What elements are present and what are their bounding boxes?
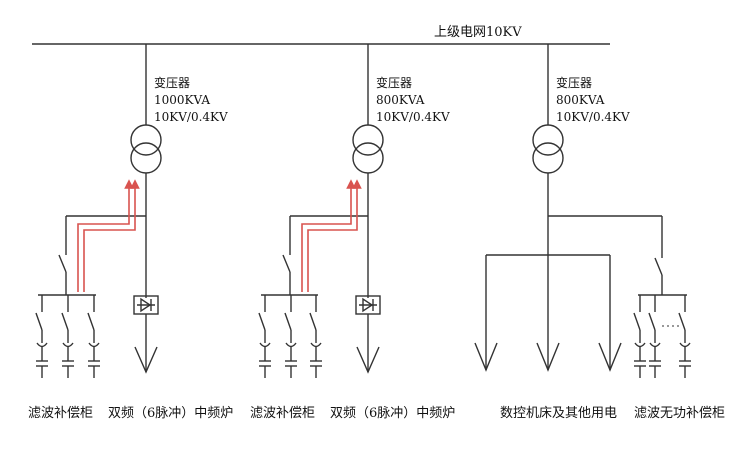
transformer-1-name: 变压器	[154, 75, 190, 90]
transformer-2-ratio: 10KV/0.4KV	[376, 110, 450, 124]
filter-feeders-1	[35, 295, 100, 378]
grid-label: 上级电网10KV	[434, 25, 522, 40]
transformer-3-ratio: 10KV/0.4KV	[556, 110, 630, 124]
transformer-2-capacity: 800KVA	[376, 93, 425, 107]
machine-load-1	[474, 342, 498, 372]
caption-furnace-2: 双频（6脉冲）中频炉	[330, 406, 455, 421]
unit-2: 变压器 800KVA 10KV/0.4KV 滤波补偿	[250, 44, 455, 421]
breaker-1	[58, 254, 67, 273]
compensation-feeders	[633, 295, 691, 378]
caption-filter-1: 滤波补偿柜	[28, 406, 93, 421]
transformer-1-capacity: 1000KVA	[154, 93, 210, 107]
transformer-2-name: 变压器	[376, 75, 412, 90]
transformer-3-name: 变压器	[556, 75, 592, 90]
transformer-2-symbol	[352, 124, 384, 174]
machine-load-2	[536, 342, 560, 372]
breaker-3	[654, 257, 663, 276]
harmonic-flow-2	[307, 179, 362, 292]
transformer-3-capacity: 800KVA	[556, 93, 605, 107]
filter-feeders-2	[258, 295, 322, 378]
transformer-1-ratio: 10KV/0.4KV	[154, 110, 228, 124]
harmonic-flow-1	[83, 179, 140, 292]
unit-1: 变压器 1000KVA 10KV/0.4KV	[28, 44, 233, 421]
furnace-load-1	[134, 346, 158, 374]
furnace-load-2	[356, 346, 380, 374]
transformer-3-symbol	[532, 124, 564, 174]
caption-furnace-1: 双频（6脉冲）中频炉	[108, 406, 233, 421]
caption-filter-2: 滤波补偿柜	[250, 406, 315, 421]
transformer-1-symbol	[130, 124, 162, 174]
breaker-2	[282, 254, 291, 273]
machine-load-3	[598, 342, 622, 372]
caption-compensation: 滤波无功补偿柜	[634, 406, 725, 421]
unit-3: 变压器 800KVA 10KV/0.4KV	[474, 44, 725, 421]
caption-machines: 数控机床及其他用电	[500, 406, 617, 421]
